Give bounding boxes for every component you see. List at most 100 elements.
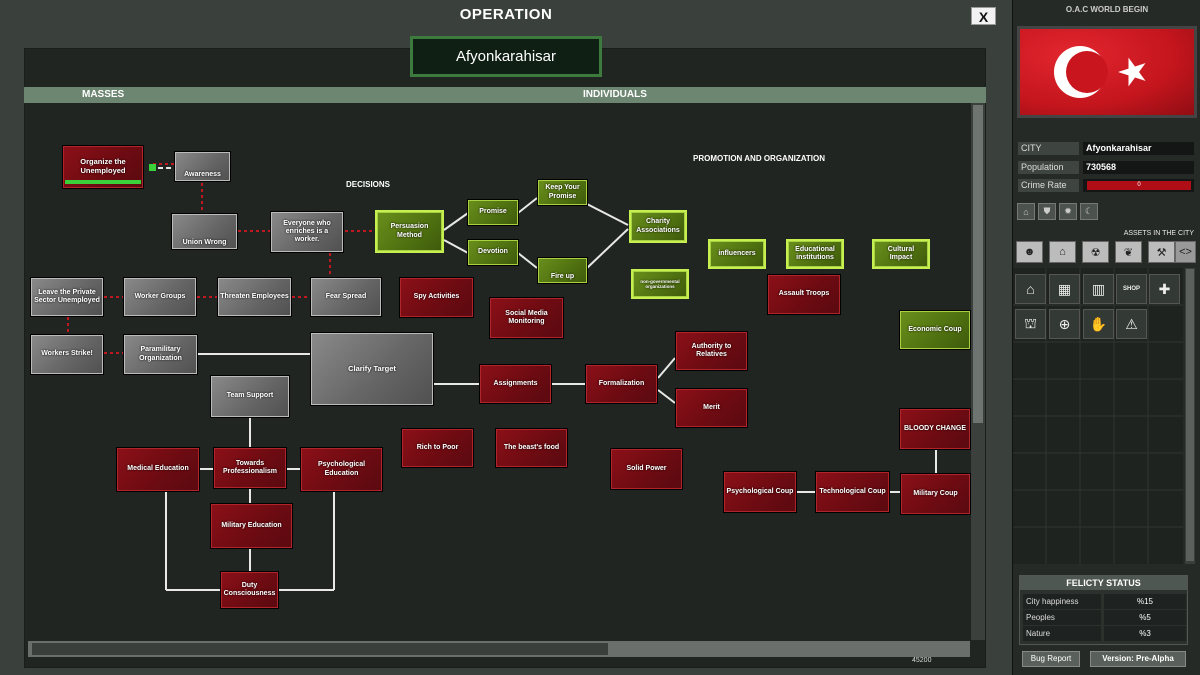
node-fire-up[interactable]: Fire up <box>537 257 588 284</box>
population-key: Population <box>1018 161 1079 174</box>
house-icon[interactable]: ⌂ <box>1015 274 1046 304</box>
crime-key: Crime Rate <box>1018 179 1079 192</box>
node-label: Clarify Target <box>348 363 396 373</box>
node-social-media[interactable]: Social Media Monitoring <box>489 297 564 339</box>
node-persuasion-method[interactable]: Persuasion Method <box>375 210 444 253</box>
node-keep-promise[interactable]: Keep Your Promise <box>537 179 588 206</box>
shovel-tab-icon[interactable]: ⚒ <box>1148 241 1175 263</box>
bug-report-button[interactable]: Bug Report <box>1022 651 1080 667</box>
node-awareness[interactable]: Awareness <box>174 151 231 182</box>
crime-rate-bar: 0 <box>1087 181 1191 190</box>
tech-tree-canvas[interactable]: DECISIONS PROMOTION AND ORGANIZATION Org… <box>24 103 971 640</box>
node-towards-professionalism[interactable]: Towards Professionalism <box>213 447 287 489</box>
node-clarify-target[interactable]: Clarify Target <box>310 332 434 406</box>
city-key: CITY <box>1018 142 1079 155</box>
node-label: Organize the Unemployed <box>80 157 126 175</box>
leaf-tab-icon[interactable]: ❦ <box>1115 241 1142 263</box>
node-assault-troops[interactable]: Assault Troops <box>767 274 841 315</box>
radiation-tab-icon[interactable]: ☢ <box>1082 241 1109 263</box>
felicity-key: City happiness <box>1023 594 1101 609</box>
assets-grid: ⌂ ▦ ▥ SHOP ✚ ⛫ ⊕ ✋ ⚠ <box>1013 268 1183 564</box>
node-label: Rich to Poor <box>416 443 459 451</box>
node-merit[interactable]: Merit <box>675 388 748 428</box>
clinic-icon[interactable]: ⊕ <box>1049 309 1080 339</box>
node-solid-power[interactable]: Solid Power <box>610 448 683 490</box>
node-label: Fear Spread <box>325 292 367 300</box>
apartment-icon[interactable]: ▦ <box>1049 274 1080 304</box>
home-icon[interactable]: ⌂ <box>1017 203 1035 220</box>
school-icon[interactable]: ⛫ <box>1015 309 1046 339</box>
node-worker-groups[interactable]: Worker Groups <box>123 277 197 317</box>
shop-icon[interactable]: SHOP <box>1116 274 1147 304</box>
node-military-coup[interactable]: Military Coup <box>900 473 971 515</box>
assets-scroll-thumb[interactable] <box>1186 269 1194 561</box>
node-devotion[interactable]: Devotion <box>467 239 519 266</box>
node-cultural[interactable]: Cultural Impact <box>872 239 930 269</box>
node-label: Psychological Education <box>317 461 366 477</box>
gear-icon[interactable]: ✹ <box>1059 203 1077 220</box>
node-label: Persuasion Method <box>390 223 429 239</box>
grid-lines <box>1013 268 1183 564</box>
node-label: Solid Power <box>626 464 667 472</box>
node-charity[interactable]: Charity Associations <box>629 210 687 243</box>
node-everyone-worker[interactable]: Everyone who enriches is a worker. <box>270 211 344 253</box>
felicity-key: Peoples <box>1023 610 1101 625</box>
node-label: Fire up <box>550 272 575 280</box>
node-medical-education[interactable]: Medical Education <box>116 447 200 492</box>
canvas-vertical-scrollbar[interactable] <box>971 103 985 640</box>
horizontal-scroll-thumb[interactable] <box>32 643 608 655</box>
hospital-icon[interactable]: ✚ <box>1149 274 1180 304</box>
node-rich-to-poor[interactable]: Rich to Poor <box>401 428 474 468</box>
node-union-wrong[interactable]: Union Wrong <box>171 213 238 250</box>
node-label: Promise <box>479 208 507 216</box>
flag-frame <box>1017 26 1197 118</box>
node-label: Leave the Private Sector Unemployed <box>34 288 100 304</box>
node-team-support[interactable]: Team Support <box>210 375 290 418</box>
node-fear-spread[interactable]: Fear Spread <box>310 277 382 317</box>
node-threaten-employees[interactable]: Threaten Employees <box>217 277 292 317</box>
node-psychological-education[interactable]: Psychological Education <box>300 447 383 492</box>
node-label: Duty Consciousness <box>223 581 276 597</box>
node-formalization[interactable]: Formalization <box>585 364 658 404</box>
disaster-icon[interactable]: ⚠ <box>1116 309 1147 339</box>
node-label: Technological Coup <box>819 487 886 495</box>
world-title: O.A.C WORLD BEGIN <box>1065 5 1149 14</box>
node-psychological-coup[interactable]: Psychological Coup <box>723 471 797 513</box>
office-building-icon[interactable]: ▥ <box>1083 274 1114 304</box>
node-paramilitary[interactable]: Paramilitary Organization <box>123 334 198 375</box>
category-bar: MASSES INDIVIDUALS <box>24 87 986 103</box>
assets-label: ASSETS IN THE CITY <box>1123 230 1194 237</box>
felicity-row: Peoples %5 <box>1023 610 1186 625</box>
node-authority-relatives[interactable]: Authority to Relatives <box>675 331 748 371</box>
assets-scrollbar[interactable] <box>1185 268 1195 564</box>
node-assignments[interactable]: Assignments <box>479 364 552 404</box>
vertical-scroll-thumb[interactable] <box>973 105 983 423</box>
person-tab-icon[interactable]: ☻ <box>1016 241 1043 263</box>
node-label: The beast's food <box>503 443 560 451</box>
category-individuals[interactable]: INDIVIDUALS <box>583 89 647 100</box>
node-workers-strike[interactable]: Workers Strike! <box>30 334 104 375</box>
node-educational[interactable]: Educational institutions <box>786 239 844 269</box>
node-leave-private[interactable]: Leave the Private Sector Unemployed <box>30 277 104 317</box>
shield-icon[interactable]: ⛊ <box>1038 203 1056 220</box>
node-duty-consciousness[interactable]: Duty Consciousness <box>220 571 279 609</box>
code-tab-icon[interactable]: <> <box>1175 241 1196 263</box>
node-bloody-change[interactable]: BLOODY CHANGE <box>899 408 971 450</box>
version-badge: Version: Pre-Alpha <box>1090 651 1186 667</box>
node-technological-coup[interactable]: Technological Coup <box>815 471 890 513</box>
house-tab-icon[interactable]: ⌂ <box>1049 241 1076 263</box>
close-button[interactable]: X <box>971 7 996 25</box>
node-economic-coup[interactable]: Economic Coup <box>899 310 971 350</box>
category-masses[interactable]: MASSES <box>82 89 125 100</box>
node-promise[interactable]: Promise <box>467 199 519 226</box>
node-influencers[interactable]: influencers <box>708 239 766 269</box>
moon-icon[interactable]: ☾ <box>1080 203 1098 220</box>
node-ngo[interactable]: non-governmental organizations <box>631 269 689 299</box>
node-label: Economic Coup <box>908 325 962 333</box>
node-beasts-food[interactable]: The beast's food <box>495 428 568 468</box>
node-military-education[interactable]: Military Education <box>210 503 293 549</box>
canvas-horizontal-scrollbar[interactable] <box>28 641 970 657</box>
node-spy-activities[interactable]: Spy Activities <box>399 277 474 318</box>
window-title: OPERATION <box>459 6 553 23</box>
hand-icon[interactable]: ✋ <box>1083 309 1114 339</box>
